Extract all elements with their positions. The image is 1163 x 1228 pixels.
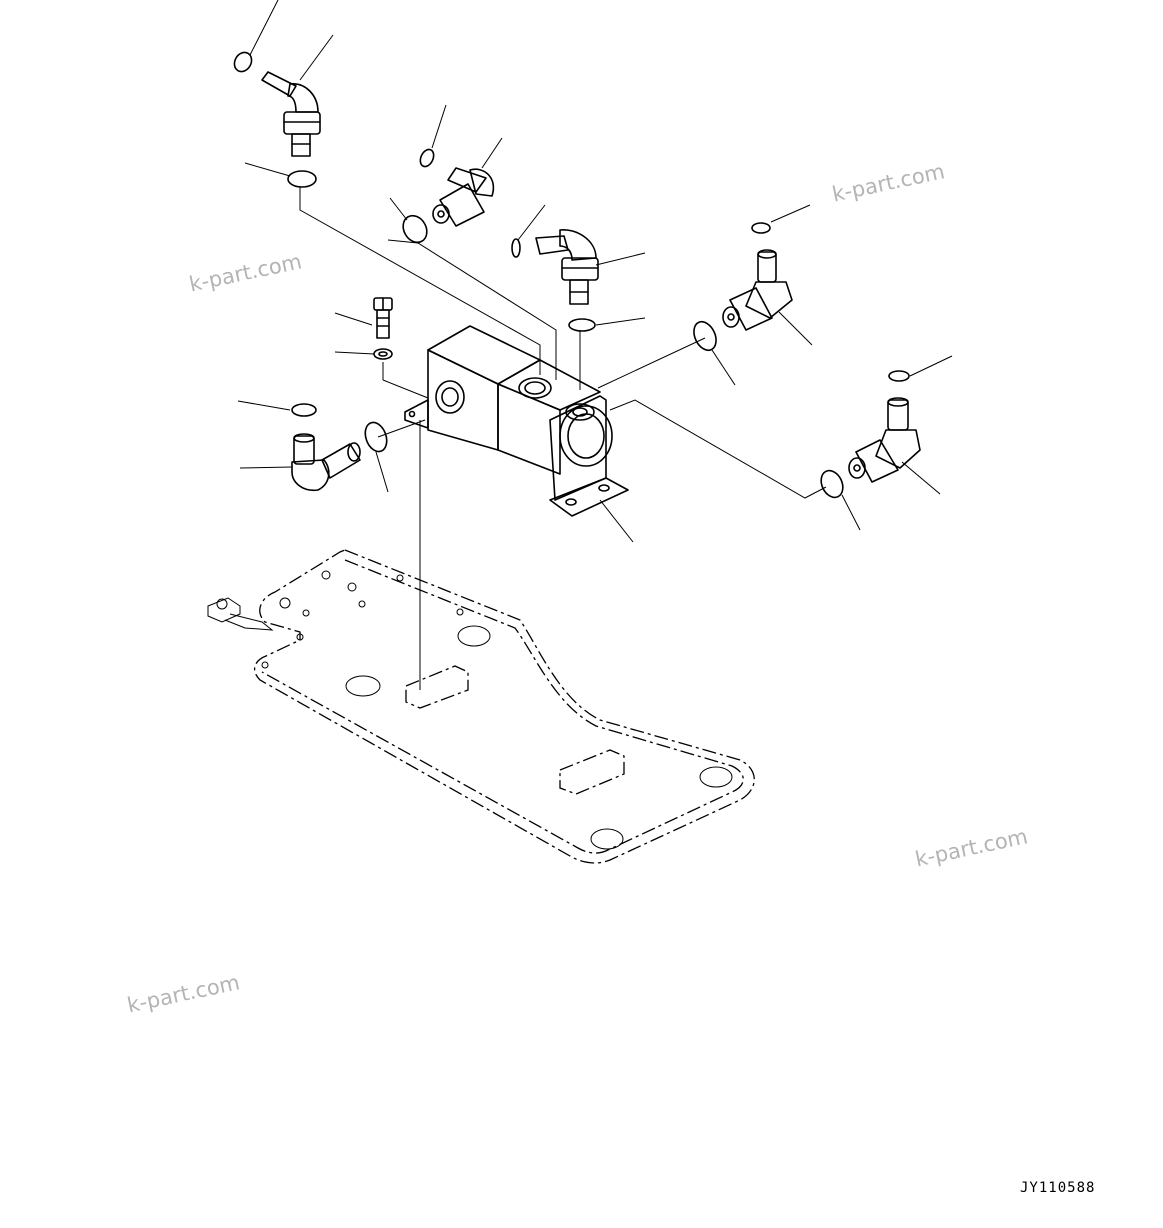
washer — [373, 348, 393, 360]
elbow-fitting — [535, 229, 599, 305]
bracket-hole — [565, 498, 577, 506]
o-ring — [364, 421, 388, 453]
valve-block — [404, 325, 601, 475]
valve-port — [559, 405, 613, 467]
o-ring — [820, 469, 844, 499]
valve-port — [435, 380, 465, 414]
o-ring — [511, 238, 521, 258]
o-rings — [233, 51, 910, 499]
o-ring — [402, 214, 428, 244]
valve-port — [518, 377, 552, 399]
mounting-bracket — [549, 395, 629, 517]
elbow-fitting — [432, 167, 495, 227]
o-ring — [693, 320, 717, 352]
elbow-fitting — [291, 433, 361, 492]
mounting-bolt — [373, 297, 393, 339]
o-ring — [287, 170, 317, 188]
o-ring — [291, 403, 317, 417]
o-ring — [888, 370, 910, 382]
o-ring — [568, 318, 596, 332]
bracket-hole — [598, 484, 610, 492]
base-plate — [207, 549, 755, 864]
o-ring — [751, 222, 771, 234]
elbow-fitting — [848, 397, 921, 483]
elbow-fitting — [722, 249, 793, 331]
drawing-code: JY110588 — [1020, 1180, 1096, 1196]
o-ring — [233, 51, 253, 73]
elbow-fitting — [261, 71, 321, 157]
leader-lines — [237, 0, 953, 543]
assembly-lines — [299, 186, 827, 690]
o-ring — [419, 148, 435, 168]
